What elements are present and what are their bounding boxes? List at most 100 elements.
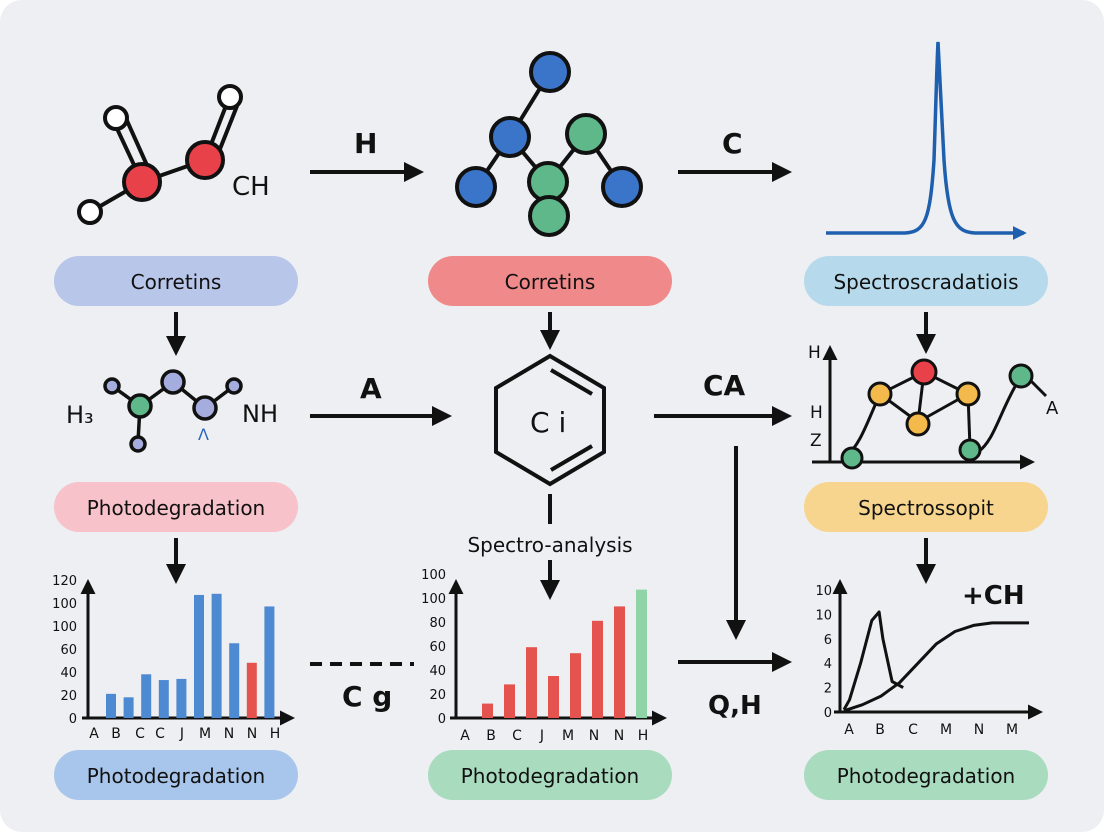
y-tick-label: 60 (429, 640, 446, 655)
x-tick-label: J (179, 726, 184, 742)
bar (614, 606, 625, 718)
benzene-ring (494, 353, 606, 487)
arrow-ca-label: CA (703, 369, 746, 402)
series-line (843, 621, 1029, 713)
atom-white (103, 105, 129, 131)
bar (264, 606, 275, 718)
molecule-3-atoms (103, 369, 243, 453)
y-tick-label: 100 (52, 597, 77, 612)
y-tick-label: 40 (429, 664, 446, 679)
bar (246, 662, 257, 718)
pill-corretins-2: Corretins (428, 256, 672, 306)
pill-spectrossopit: Spectrossopit (804, 482, 1048, 532)
y-tick-label: 0 (824, 706, 832, 721)
y-tick-label: 2 (824, 682, 832, 697)
arrow-qh-label: Q,H (708, 691, 762, 721)
y-tick-label: 20 (429, 688, 446, 703)
svg-text:Photodegradation: Photodegradation (87, 496, 266, 520)
atom-red (122, 162, 162, 202)
x-tick-label: M (562, 728, 574, 744)
bar (229, 643, 240, 718)
x-tick-label: H (638, 728, 649, 744)
x-tick-label: C (908, 722, 918, 738)
x-tick-label: N (247, 726, 257, 742)
svg-text:Photodegradation: Photodegradation (461, 764, 640, 788)
bar (482, 703, 493, 718)
cg-label: C g (342, 680, 392, 713)
atom-blue (489, 116, 531, 158)
atom-blue (455, 166, 497, 208)
y-tick-label: 20 (60, 689, 77, 704)
svg-text:H: H (808, 343, 821, 363)
y-tick-label: 80 (429, 616, 446, 631)
x-tick-label: C (135, 726, 145, 742)
pill-photodegradation-2: Photodegradation (54, 750, 298, 800)
svg-text:Photodegradation: Photodegradation (837, 764, 1016, 788)
atom-lavender (160, 369, 186, 395)
bar (106, 693, 116, 718)
bar (176, 678, 187, 718)
bar (141, 674, 152, 718)
pill-spectroscradatiois: Spectroscradatiois (804, 256, 1048, 306)
arrow-h-label: H (354, 127, 377, 160)
node-green (1008, 363, 1034, 389)
y-tick-label: 100 (421, 592, 446, 607)
svg-text:Corretins: Corretins (131, 270, 222, 294)
network-graph: H H Z A (808, 343, 1059, 470)
x-tick-label: N (589, 728, 599, 744)
x-tick-label: N (614, 728, 624, 744)
bar (570, 653, 581, 718)
atom-blue (529, 51, 571, 93)
mol1-ch-label: CH (232, 172, 270, 202)
y-tick-label: 120 (52, 574, 77, 589)
pill-photodegradation-1: Photodegradation (54, 482, 298, 532)
x-tick-label: N (974, 722, 984, 738)
x-tick-label: B (875, 722, 885, 738)
y-tick-label: 10 (815, 608, 832, 623)
bar (526, 647, 537, 718)
arrow-c-label: C (722, 127, 743, 160)
mol2-mark: Λ (198, 425, 209, 444)
molecule-2-atoms (455, 51, 643, 237)
benzene-label: C ⅰ (530, 406, 566, 439)
atom-lavender (192, 395, 218, 421)
spectrum-peak-curve (826, 41, 1027, 240)
series-line (842, 610, 904, 711)
y-tick-label: 100 (421, 568, 446, 583)
mol2-nh-label: NH (242, 400, 278, 428)
x-tick-label: H (270, 726, 281, 742)
bar (636, 589, 647, 718)
x-tick-label: C (512, 728, 522, 744)
atom-white (77, 199, 103, 225)
plus-ch-label: +CH (962, 581, 1025, 611)
pill-photodegradation-3: Photodegradation (428, 750, 672, 800)
pill-corretins-1: Corretins (54, 256, 298, 306)
x-tick-label: A (460, 728, 470, 744)
y-tick-label: 0 (438, 712, 446, 727)
bar (504, 684, 515, 718)
atom-red (185, 140, 225, 180)
bar (123, 697, 134, 718)
bar (592, 620, 603, 718)
node-green (958, 438, 982, 462)
x-tick-label: N (224, 726, 234, 742)
x-tick-label: B (486, 728, 496, 744)
node-yellow (905, 411, 931, 437)
svg-text:Spectrossopit: Spectrossopit (858, 496, 994, 520)
arrow-a-label: A (360, 372, 382, 405)
svg-text:A: A (1046, 398, 1059, 419)
y-tick-label: 10 (815, 584, 832, 599)
x-tick-label: A (89, 726, 99, 742)
y-tick-label: 40 (60, 666, 77, 681)
node-yellow (955, 381, 981, 407)
y-tick-label: 4 (824, 657, 832, 672)
y-tick-label: 6 (824, 633, 832, 648)
node-green (840, 446, 864, 470)
y-tick-label: 0 (69, 712, 77, 727)
x-tick-label: M (1006, 722, 1018, 738)
bar (548, 676, 559, 718)
atom-lavender (129, 435, 147, 453)
